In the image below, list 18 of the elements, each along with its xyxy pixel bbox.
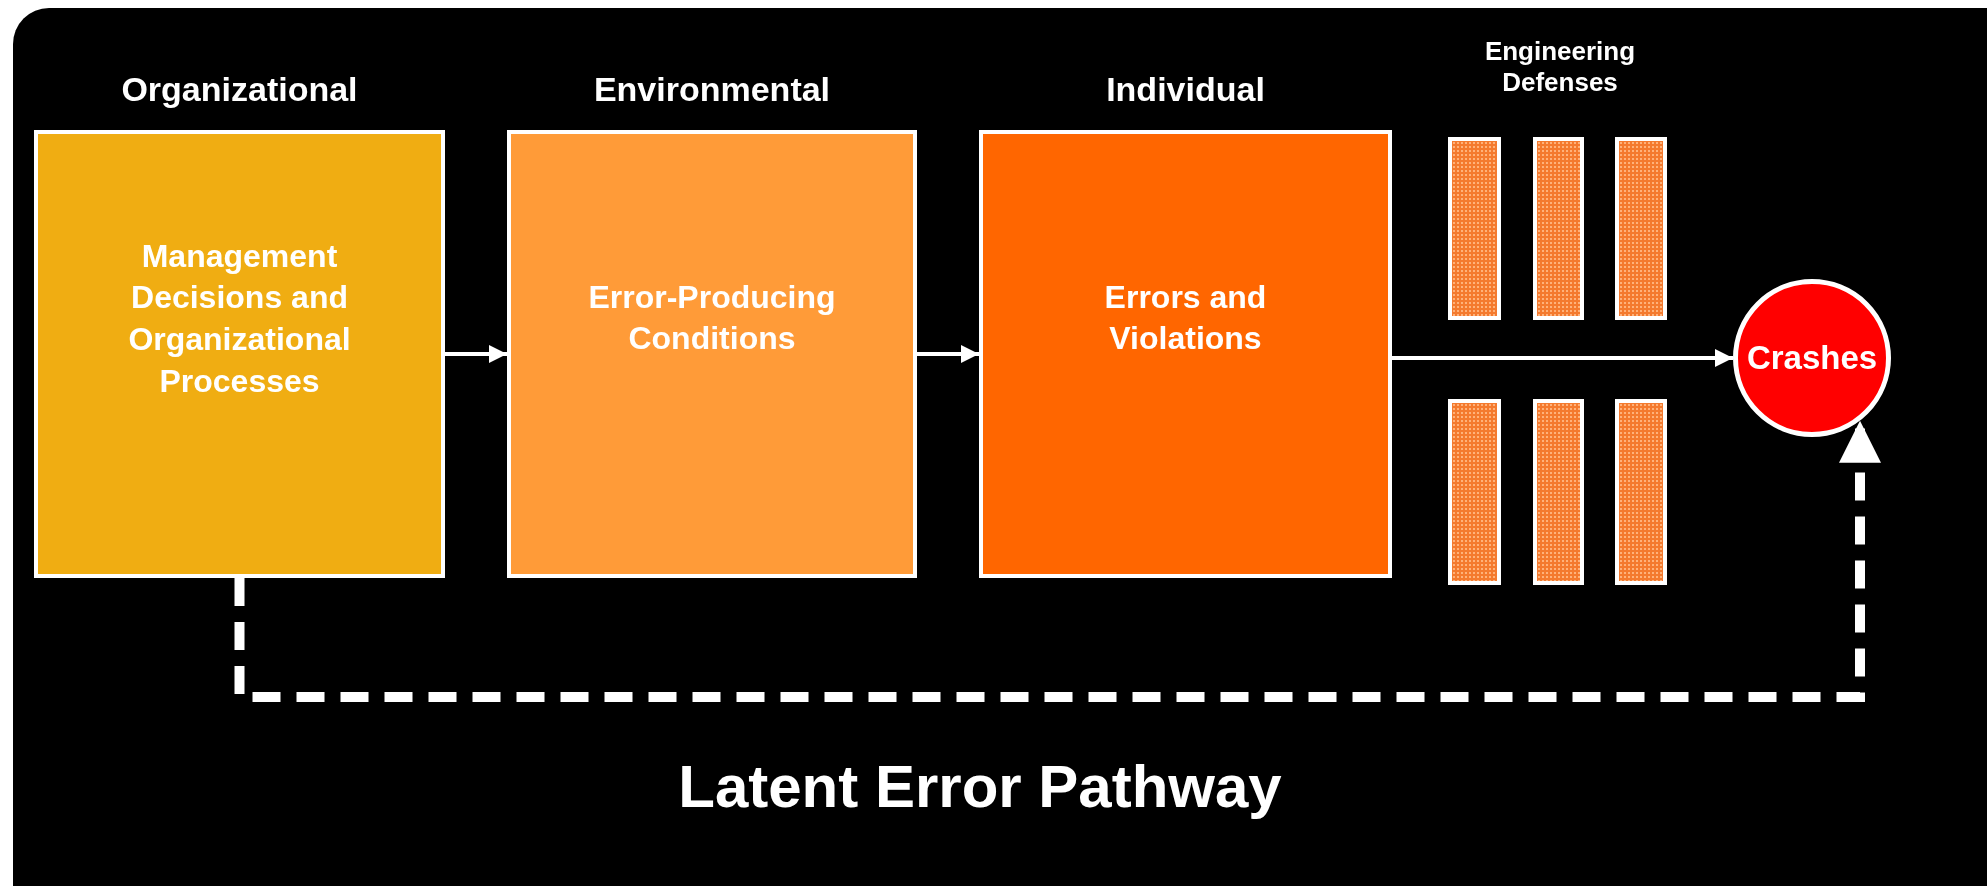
column-heading: Organizational [120, 70, 359, 109]
defense-bar [1533, 137, 1584, 320]
defense-bar [1533, 399, 1584, 585]
group-heading: Engineering Defenses [1483, 36, 1637, 99]
dashed-arrow [234, 420, 1881, 702]
defense-bar [1615, 399, 1667, 585]
defense-bar [1448, 399, 1501, 585]
defense-bar [1448, 137, 1501, 320]
stage-text: Error-Producing Conditions [587, 278, 837, 359]
arrow [917, 345, 979, 363]
outcome-text: Crashes [1746, 339, 1878, 377]
column-heading: Environmental [592, 70, 832, 109]
stage-text: Errors and Violations [1103, 278, 1268, 359]
arrow [1392, 349, 1733, 367]
defense-bar [1615, 137, 1667, 320]
arrow [445, 345, 507, 363]
stage-text: Management Decisions and Organizational Processes [127, 236, 352, 401]
column-heading: Individual [1105, 70, 1266, 109]
